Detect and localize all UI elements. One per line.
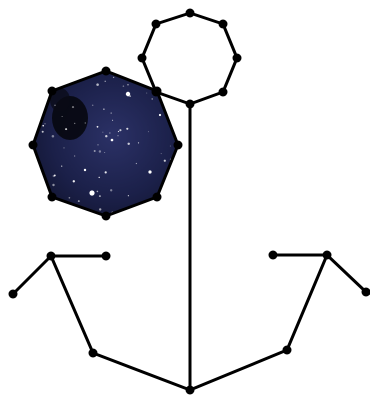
node — [48, 193, 57, 202]
star — [159, 206, 160, 207]
star — [74, 155, 75, 156]
star — [65, 128, 67, 130]
star — [112, 120, 113, 121]
star — [148, 131, 149, 132]
star — [98, 144, 99, 145]
node — [29, 141, 38, 150]
star — [59, 79, 60, 80]
star — [63, 147, 64, 148]
bright-star — [84, 169, 86, 171]
star — [128, 195, 129, 196]
star — [118, 131, 119, 132]
star — [38, 95, 40, 97]
node — [323, 251, 332, 260]
bright-star — [148, 170, 151, 173]
star — [103, 108, 105, 110]
node — [219, 88, 228, 97]
star — [127, 84, 129, 86]
star — [99, 177, 100, 178]
star — [74, 123, 75, 124]
star — [42, 131, 44, 133]
node — [102, 212, 111, 221]
star — [165, 193, 167, 195]
node — [153, 87, 162, 96]
star — [110, 112, 111, 113]
node — [283, 346, 292, 355]
star — [62, 116, 63, 117]
star — [85, 123, 86, 124]
star — [109, 132, 110, 133]
star — [59, 211, 61, 213]
star — [138, 142, 139, 143]
node — [186, 9, 195, 18]
star — [127, 143, 129, 145]
bright-star — [126, 92, 130, 96]
node — [102, 67, 111, 76]
star — [170, 146, 171, 147]
star — [126, 128, 128, 130]
bright-star — [89, 190, 94, 195]
star — [42, 125, 44, 127]
node — [102, 252, 111, 261]
star — [73, 207, 74, 208]
node — [9, 290, 18, 299]
star — [94, 150, 96, 152]
star — [61, 165, 62, 166]
star — [59, 80, 62, 83]
node — [174, 141, 183, 150]
edges — [13, 13, 366, 390]
star — [164, 160, 166, 162]
star — [44, 123, 45, 124]
star — [105, 81, 106, 82]
star — [119, 129, 121, 131]
star — [118, 135, 119, 136]
star — [97, 191, 99, 193]
node — [48, 87, 57, 96]
star — [123, 85, 125, 87]
star — [52, 135, 55, 138]
left-arm-line — [13, 256, 190, 390]
star — [96, 83, 99, 86]
node — [219, 20, 228, 29]
node — [152, 20, 161, 29]
node — [153, 193, 162, 202]
star — [161, 153, 162, 154]
star — [110, 189, 112, 191]
star — [72, 106, 74, 108]
node — [89, 349, 98, 358]
node — [186, 386, 195, 395]
star — [151, 98, 152, 99]
star — [73, 180, 75, 182]
star — [46, 197, 47, 198]
node — [233, 54, 242, 63]
star — [54, 104, 56, 106]
star — [69, 197, 71, 199]
bright-star — [111, 139, 114, 142]
star — [113, 77, 114, 78]
star — [99, 150, 101, 152]
node — [47, 252, 56, 261]
star — [104, 152, 105, 153]
star — [54, 174, 56, 176]
node — [138, 54, 147, 63]
right-arm-line — [190, 255, 366, 390]
star — [99, 208, 101, 210]
node — [186, 100, 195, 109]
star — [99, 195, 101, 197]
star — [52, 184, 54, 186]
bright-star — [159, 114, 161, 116]
star — [92, 105, 94, 107]
star — [97, 126, 99, 128]
star — [102, 132, 103, 133]
star — [105, 171, 107, 173]
node — [269, 251, 278, 260]
star — [146, 93, 147, 94]
star — [78, 200, 80, 202]
star — [105, 135, 107, 137]
star — [136, 163, 137, 164]
